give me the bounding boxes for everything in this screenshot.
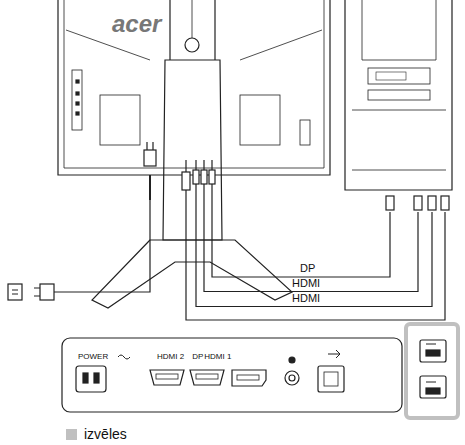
cable-label: HDMI xyxy=(292,277,320,290)
port-label: DP xyxy=(192,352,203,361)
cable-label: HDMI xyxy=(292,292,320,305)
legend-text: izvēles xyxy=(84,426,127,442)
port-label: HDMI 2 xyxy=(157,352,184,361)
port-label: POWER xyxy=(78,352,108,361)
cable-label: DP xyxy=(300,262,315,275)
legend-swatch xyxy=(66,429,77,440)
brand-logo: acer xyxy=(112,10,161,38)
port-label: HDMI 1 xyxy=(204,352,231,361)
